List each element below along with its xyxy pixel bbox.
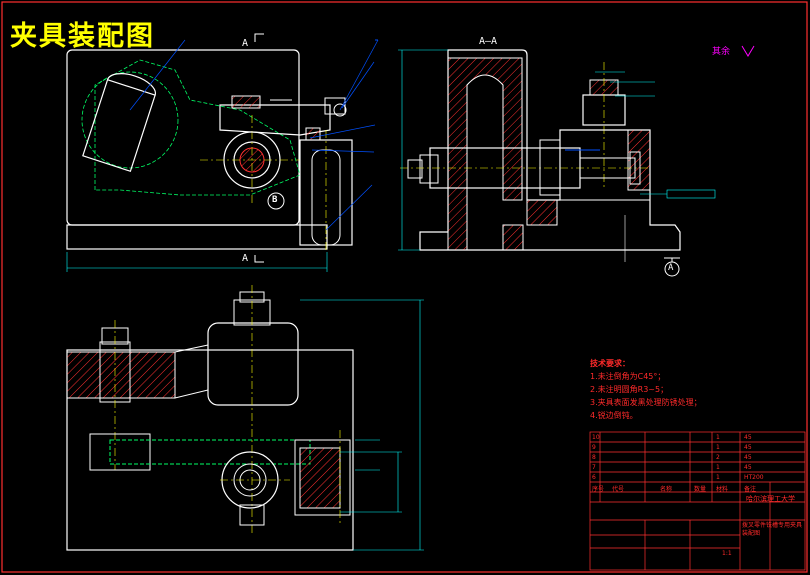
tech-req-item: 2.未注明圆角R3~5； [590, 385, 669, 394]
top-view [66, 285, 424, 551]
section-aa-view [398, 45, 755, 277]
row-8-qty: 2 [716, 454, 720, 461]
row-8-mat: 45 [744, 454, 752, 461]
tech-req-heading: 技术要求： [590, 359, 630, 368]
technical-requirements: 技术要求： 1.未注倒角为C45°； 2.未注明圆角R3~5； 3.夹具表面发黑… [590, 357, 702, 422]
row-10-no: 10 [592, 434, 600, 441]
header-no: 序号 [592, 486, 605, 493]
roughness-note: 其余 [712, 47, 731, 57]
section-label-a-top: A [242, 38, 249, 49]
title-block-grid [589, 431, 806, 571]
header-qty: 数量 [694, 486, 707, 493]
header-remark: 备注 [744, 486, 757, 493]
front-view [66, 33, 379, 272]
header-mat: 材料 [716, 486, 729, 493]
row-9-no: 9 [592, 444, 596, 451]
row-6-no: 6 [592, 474, 596, 481]
header-code: 代号 [612, 486, 625, 493]
row-6-qty: 1 [716, 474, 720, 481]
row-7-no: 7 [592, 464, 596, 471]
tech-req-item: 1.未注倒角为C45°； [590, 372, 666, 381]
scale-value: 1:1 [722, 550, 732, 557]
section-label-a-bottom: A [242, 253, 249, 264]
row-6-mat: HT200 [744, 474, 764, 481]
tech-req-item: 3.夹具表面发黑处理防锈处理； [590, 398, 702, 407]
school-name: 哈尔滨理工大学 [746, 495, 795, 503]
drawing-title: 夹具装配图 [10, 21, 155, 52]
row-7-qty: 1 [716, 464, 720, 471]
row-7-mat: 45 [744, 464, 752, 471]
row-9-mat: 45 [744, 444, 752, 451]
datum-b-label: B [272, 195, 278, 205]
datum-a-label: A [668, 263, 674, 273]
row-9-qty: 1 [716, 444, 720, 451]
drawing-name: 拨叉零件铣槽专用夹具装配图 [742, 522, 803, 537]
row-8-no: 8 [592, 454, 596, 461]
row-10-mat: 45 [744, 434, 752, 441]
tech-req-item: 4.锐边倒钝。 [590, 411, 638, 420]
row-10-qty: 1 [716, 434, 720, 441]
section-aa-label: A—A [479, 36, 498, 47]
header-name: 名称 [660, 486, 673, 493]
